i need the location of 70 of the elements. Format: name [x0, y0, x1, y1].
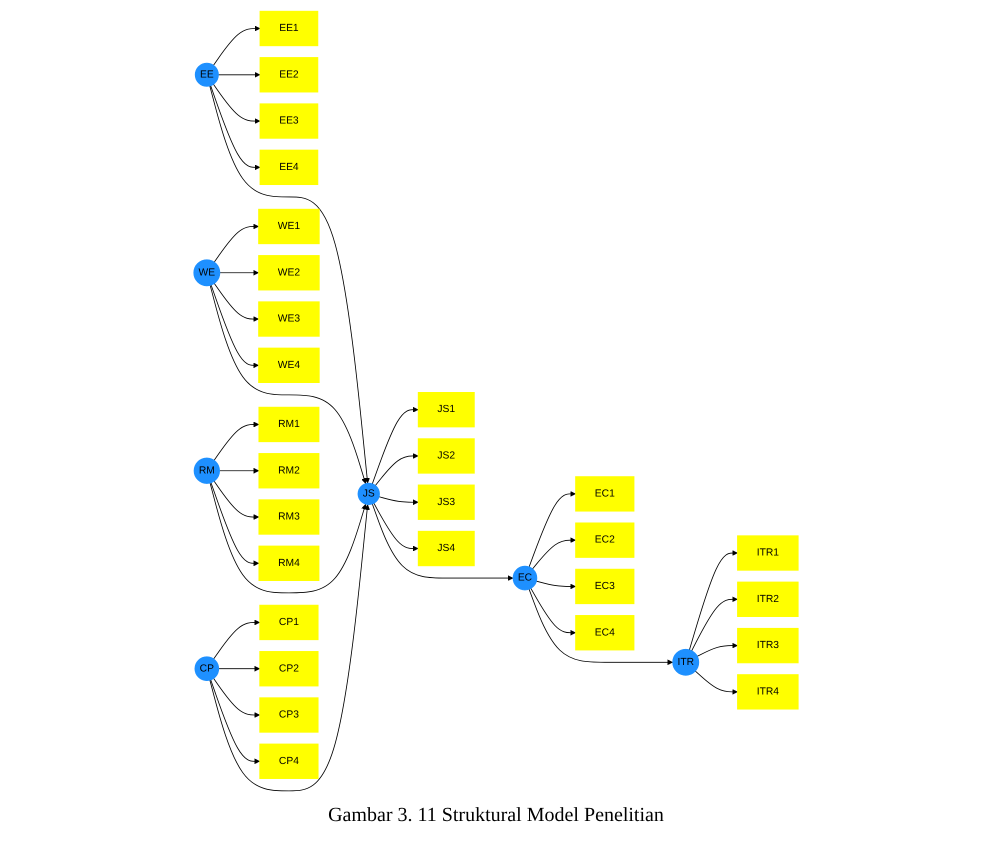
arrow — [210, 285, 367, 484]
node-box: RM3 — [258, 499, 320, 535]
arrow — [213, 26, 260, 66]
node-box: WE4 — [258, 348, 320, 383]
arrow — [210, 284, 259, 368]
arrow — [528, 491, 576, 568]
node-box: CP4 — [259, 744, 319, 779]
node-circle: CP — [194, 656, 220, 682]
node-box: ITR2 — [737, 582, 799, 617]
node-box: JS3 — [418, 484, 475, 520]
arrow — [689, 550, 738, 650]
node-box: CP3 — [259, 697, 319, 733]
arrow — [536, 580, 576, 590]
node-box: EE2 — [260, 57, 318, 92]
arrow — [213, 620, 260, 660]
node-circle: JS — [358, 482, 380, 506]
arrow — [372, 504, 514, 581]
node-box: RM2 — [258, 453, 320, 488]
arrow — [375, 453, 418, 486]
node-box: WE2 — [258, 255, 320, 290]
arrow — [210, 85, 260, 170]
arrow — [532, 537, 576, 570]
arrow — [218, 72, 260, 78]
node-box: EC3 — [575, 568, 634, 604]
node-circle: EE — [194, 62, 219, 87]
node-box: EE4 — [260, 150, 318, 186]
arrow — [378, 496, 418, 506]
node-circle: RM — [194, 458, 220, 484]
node-box: ITR3 — [737, 628, 799, 664]
arrow — [214, 283, 259, 322]
node-box: ITR1 — [737, 535, 799, 571]
node-box: ITR4 — [737, 674, 799, 710]
arrow — [372, 406, 418, 484]
node-box: JS4 — [418, 530, 475, 566]
arrow — [530, 588, 576, 636]
node-box: CP2 — [259, 651, 319, 686]
arrow — [213, 678, 260, 718]
arrow — [210, 482, 367, 594]
node-box: JS1 — [418, 392, 475, 428]
arrow — [220, 270, 259, 276]
arrow — [214, 480, 260, 520]
arrow — [213, 84, 260, 124]
arrow — [214, 224, 259, 262]
arrow — [209, 86, 370, 484]
node-box: WE3 — [258, 301, 320, 337]
node-box: JS2 — [418, 438, 475, 474]
node-box: WE1 — [258, 208, 320, 244]
arrow — [219, 468, 260, 474]
caption: Gambar 3. 11 Struktural Model Penelitian — [327, 804, 665, 827]
node-box: EC4 — [575, 615, 634, 650]
arrow — [374, 502, 418, 552]
arrow — [696, 642, 738, 657]
node-box: EE1 — [260, 10, 318, 46]
node-box: EC1 — [575, 476, 634, 512]
node-circle: WE — [193, 259, 220, 286]
node-circle: ITR — [672, 648, 700, 676]
arrow — [210, 482, 260, 566]
arrow — [695, 670, 738, 695]
arrow — [214, 422, 260, 461]
arrow — [691, 596, 738, 652]
node-box: RM4 — [258, 546, 320, 581]
node-circle: EC — [512, 566, 538, 590]
arrow — [209, 504, 370, 792]
node-box: EE3 — [260, 103, 318, 139]
arrow — [210, 680, 260, 764]
arrow — [528, 588, 673, 666]
node-box: CP1 — [259, 604, 319, 640]
arrow — [218, 666, 260, 672]
node-box: RM1 — [258, 406, 320, 442]
node-box: EC2 — [575, 522, 634, 558]
